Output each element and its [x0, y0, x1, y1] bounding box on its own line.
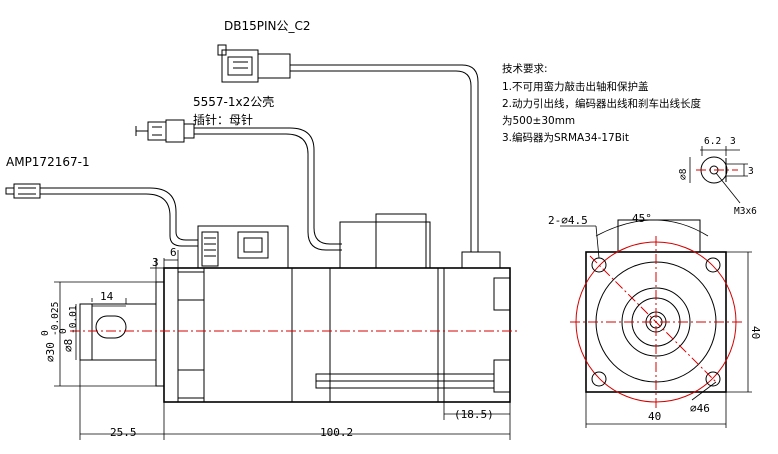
- motor-front-view: [570, 219, 742, 408]
- key-3-top-dim: 3: [730, 136, 736, 147]
- dim-100-2: 100.2: [320, 426, 353, 439]
- amp-label: AMP172167-1: [6, 155, 90, 169]
- key-6-2-dim: 6.2: [704, 136, 721, 147]
- note-line-3: 为500±30mm: [502, 115, 575, 127]
- thread-dim: M3x6: [734, 206, 757, 217]
- bottom-40-dim: 40: [648, 410, 661, 423]
- notes-title: 技术要求:: [502, 62, 548, 75]
- front-dimensions: [560, 225, 752, 428]
- angle-dim: 45°: [632, 212, 652, 225]
- shaft-detail: [689, 146, 748, 204]
- motor-side-view: [70, 213, 520, 403]
- note-line-4: 3.编码器为SRMA34-17Bit: [502, 131, 629, 144]
- power-cable: [135, 119, 342, 251]
- shaft30-dim: ∅30 0 -0.025: [40, 302, 61, 362]
- pcd-dim: ∅46: [690, 402, 710, 415]
- brake-cable: [5, 183, 198, 247]
- key-3-dim: 3: [748, 166, 754, 177]
- side-dimensions: [54, 250, 511, 440]
- dim-14: 14: [100, 290, 114, 303]
- dim-18-5: (18.5): [454, 408, 494, 421]
- db15-label: DB15PIN公_C2: [224, 19, 311, 33]
- holes-dim: 2-∅4.5: [548, 214, 588, 227]
- svg-text:∅30: ∅30: [44, 342, 57, 362]
- side-40-dim: 40: [749, 326, 762, 339]
- dim-6: 6: [170, 246, 177, 259]
- svg-text:0: 0: [58, 328, 69, 334]
- note-line-1: 1.不可用蛮力敲击出轴和保护盖: [502, 80, 649, 93]
- dim-25-5: 25.5: [110, 426, 137, 439]
- key-8-dim: ∅8: [678, 168, 689, 180]
- db15-cable: [217, 44, 479, 252]
- dim-3: 3: [152, 256, 159, 269]
- svg-text:0: 0: [40, 330, 51, 336]
- note-line-2: 2.动力引出线，编码器出线和刹车出线长度: [502, 97, 702, 110]
- conn5557-label: 5557-1x2公壳: [193, 95, 274, 109]
- svg-text:∅8: ∅8: [62, 339, 75, 352]
- pin-label: 插针：母针: [193, 112, 253, 127]
- shaft8-dim: ∅8 0 -0.01: [58, 305, 79, 352]
- svg-text:-0.025: -0.025: [50, 302, 61, 336]
- svg-text:-0.01: -0.01: [68, 305, 79, 334]
